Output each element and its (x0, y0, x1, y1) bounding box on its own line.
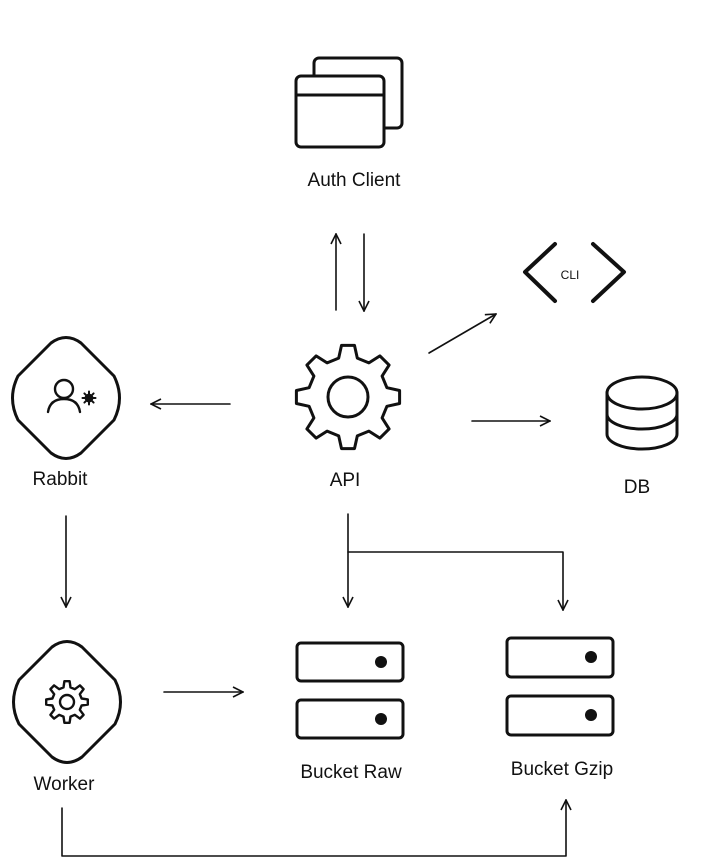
api-node (294, 343, 402, 451)
diamond-frame (11, 336, 121, 460)
bucket-gzip-label: Bucket Gzip (511, 759, 613, 780)
bucket-raw-node (295, 641, 405, 740)
gear-icon (294, 343, 402, 451)
rabbit-node (11, 336, 121, 460)
worker-node (12, 640, 122, 764)
database-icon (605, 375, 679, 451)
cli-node (523, 242, 626, 303)
user-settings-icon (46, 378, 97, 414)
bucket-gzip-node (505, 636, 615, 737)
auth-client-node (294, 56, 404, 149)
rabbit-label: Rabbit (33, 469, 89, 490)
diamond-frame (12, 640, 122, 764)
api-label: API (330, 470, 361, 491)
auth-client-label: Auth Client (308, 170, 402, 191)
code-brackets-icon (523, 242, 626, 303)
gear-icon (45, 680, 89, 724)
bucket-raw-label: Bucket Raw (300, 762, 402, 783)
db-label: DB (624, 477, 650, 498)
worker-label: Worker (34, 774, 96, 795)
db-node (605, 375, 679, 451)
browser-windows-icon (294, 56, 404, 149)
server-icon (505, 636, 615, 737)
cli-label: CLI (561, 268, 580, 282)
edge-api-to-bucket-gzip (347, 551, 563, 610)
edge-worker-to-bucket-gzip (61, 800, 566, 857)
server-icon (295, 641, 405, 740)
edge-api-to-cli (428, 314, 496, 354)
